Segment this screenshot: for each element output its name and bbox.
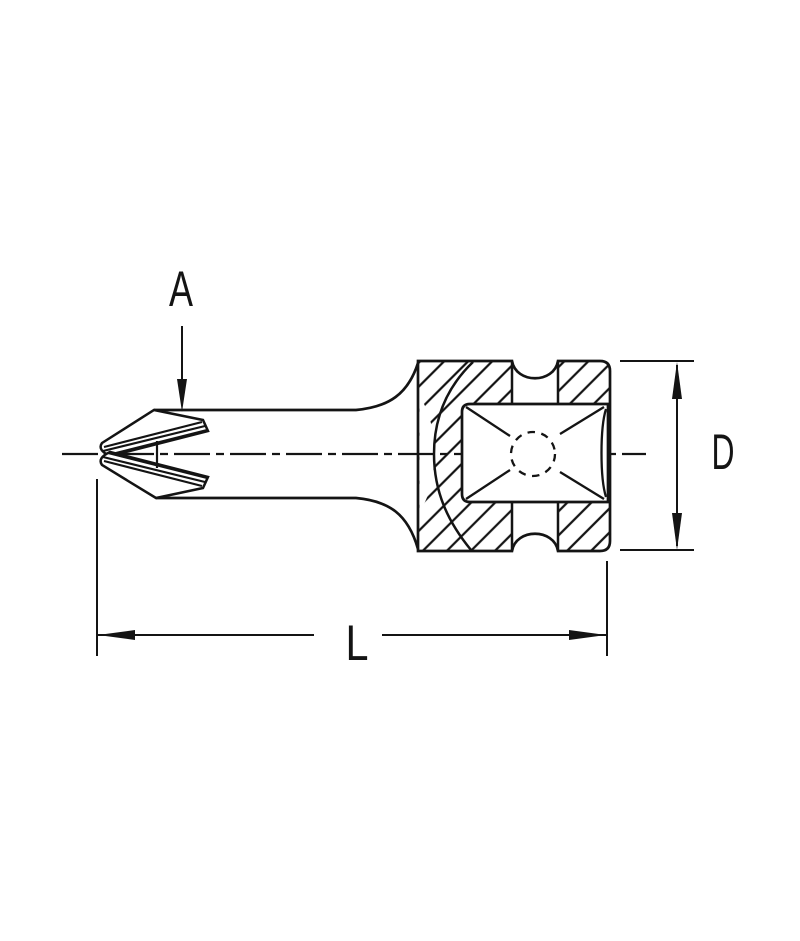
flute-line-upper-1 — [103, 420, 203, 449]
recess-corner-line-br — [559, 471, 605, 500]
flute-line-lower-1 — [103, 459, 203, 488]
retaining-pin-hole — [509, 430, 557, 478]
dim-d-arrowhead-bottom — [672, 513, 682, 550]
dim-a-arrowhead — [177, 379, 187, 412]
label-l: L — [346, 615, 369, 671]
recess-corner-line-tl — [465, 406, 511, 437]
label-d: D — [712, 424, 735, 480]
shaft-top-line — [154, 362, 420, 412]
socket-body-outline — [416, 359, 612, 553]
dim-l-arrowhead-left — [98, 630, 135, 640]
shaft-bottom-line — [156, 496, 420, 550]
hatch-section-bottom-right — [558, 502, 610, 551]
recess-back-wall-arc — [600, 408, 608, 498]
dim-l-arrowhead-right — [569, 630, 606, 640]
flute-line-lower-2 — [102, 455, 206, 484]
hatch-section-top-right — [558, 361, 610, 404]
label-a: A — [169, 261, 193, 317]
flute-line-upper-2 — [102, 424, 206, 453]
recess-corner-line-tr — [559, 406, 605, 435]
internal-bore-curve — [432, 361, 474, 551]
recess-corner-line-bl — [465, 469, 511, 500]
dim-d-arrowhead-top — [672, 362, 682, 399]
